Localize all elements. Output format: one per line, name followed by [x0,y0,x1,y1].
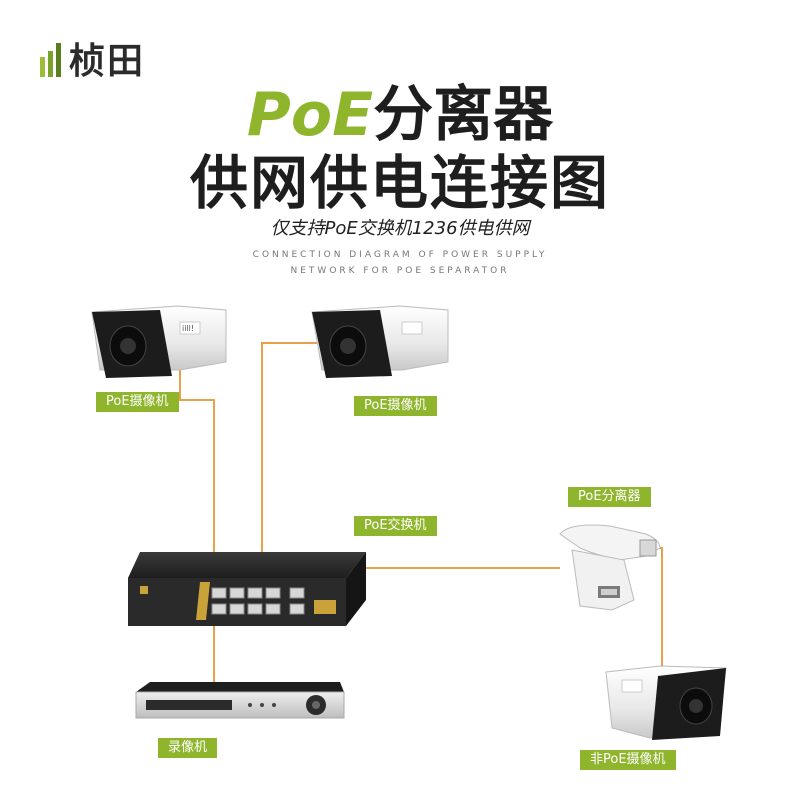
cable-separator-camera [640,547,663,672]
brand-name: 桢田 [69,41,146,82]
svg-text:iill!: iill! [182,324,194,333]
label-nvr: 录像机 [158,738,218,758]
english-caption-1: CONNECTION DIAGRAM OF POWER SUPPLY [252,250,548,260]
brand-logo: 桢田 [40,32,145,84]
label-poe-separator: PoE分离器 [568,487,651,507]
title-accent: PoE [246,80,374,150]
poe-camera-right [311,305,449,378]
cable-left-camera [179,366,215,552]
nvr [135,682,345,719]
title-line-2: 供网供电连接图 [189,149,610,217]
cables [179,342,663,684]
poe-camera-left: iill! [91,305,227,378]
label-poe-switch: PoE交换机 [354,516,437,536]
poe-separator [559,524,661,611]
label-poe-camera-right: PoE摄像机 [354,396,437,416]
poe-switch [128,552,366,626]
subtitle: 仅支持PoE交换机1236供电供网 [270,218,530,239]
label-poe-camera-left: PoE摄像机 [96,392,179,412]
non-poe-camera [605,665,727,740]
english-caption-2: NETWORK FOR POE SEPARATOR [290,266,510,276]
title-line-1-rest: 分离器 [373,80,554,150]
label-non-poe-camera: 非PoE摄像机 [580,750,676,770]
logo-mark-icon [40,39,61,77]
cable-right-camera [261,342,328,552]
title-line-1: PoE分离器 [0,80,800,150]
